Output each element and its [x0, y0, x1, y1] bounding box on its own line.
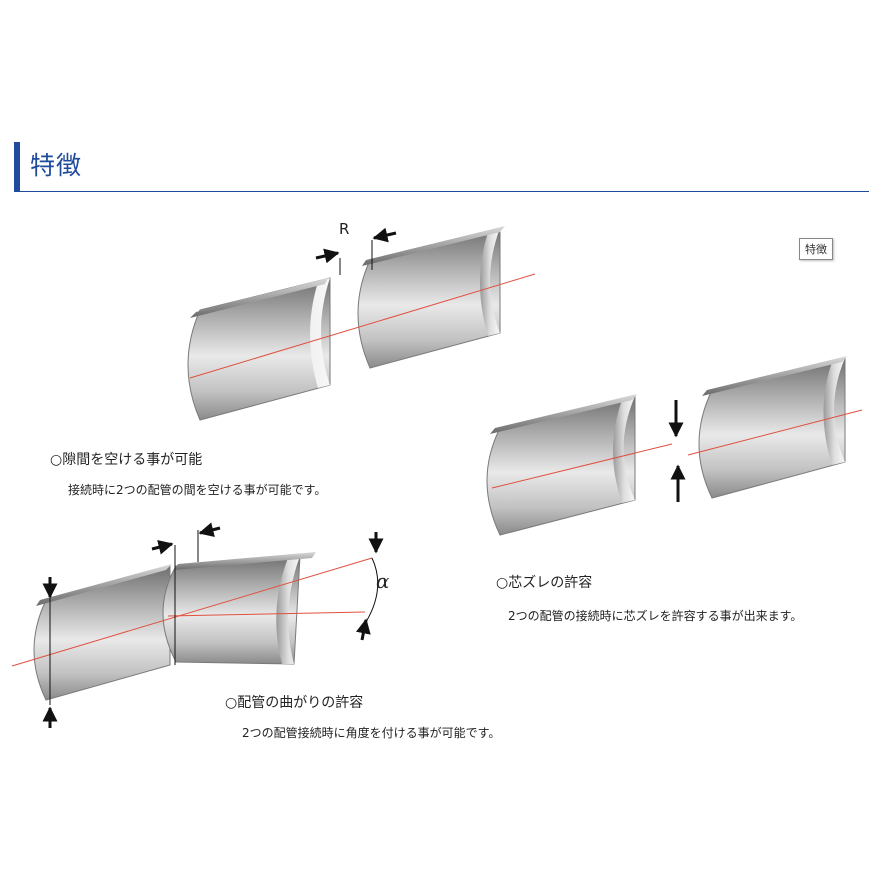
pipe-angle-left	[33, 564, 172, 701]
pipe-left	[187, 277, 331, 421]
angle-gap-arrow-left	[151, 539, 174, 555]
feature-heading-offset: ○芯ズレの許容	[496, 575, 593, 591]
angle-arrow-bottom	[355, 618, 371, 641]
pipe-angle-right	[162, 552, 316, 665]
pipe-offset-right	[698, 356, 847, 499]
gap-arrow-right	[372, 227, 397, 243]
feature-desc-gap: 接続時に2つの配管の間を空ける事が可能です。	[68, 483, 327, 497]
angle-label: α	[376, 569, 390, 593]
feature-desc-offset: 2つの配管の接続時に芯ズレを許容する事が出来ます。	[508, 609, 803, 623]
pipe-right	[357, 226, 505, 369]
gap-label: R	[339, 220, 349, 238]
offset-diagram	[486, 356, 863, 536]
angle-diagram: α	[11, 522, 390, 728]
center-line	[189, 273, 536, 379]
feature-tag: 特徴	[799, 238, 833, 260]
title-accent-bar	[14, 142, 20, 192]
pipe-offset-left	[486, 394, 637, 536]
feature-heading-gap: ○隙間を空ける事が可能	[50, 452, 203, 468]
title-divider	[14, 191, 869, 192]
feature-desc-angle: 2つの配管接続時に角度を付ける事が可能です。	[242, 726, 501, 740]
angle-gap-arrow-right	[198, 522, 221, 538]
feature-heading-angle: ○配管の曲がりの許容	[225, 695, 364, 711]
page-title: 特徴	[30, 151, 83, 180]
gap-arrow-left	[315, 248, 340, 264]
gap-diagram: R	[187, 220, 536, 421]
